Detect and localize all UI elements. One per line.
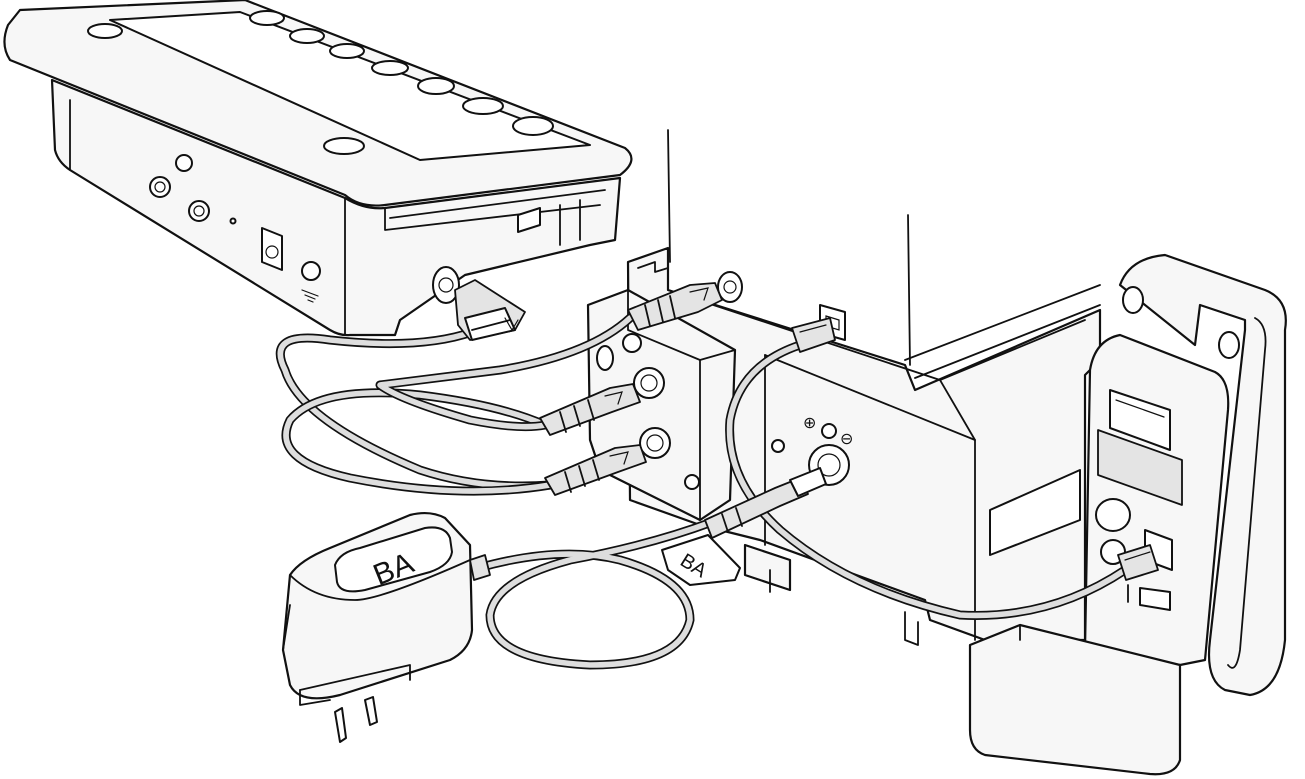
polarity-center-icon: [821, 423, 837, 439]
key-4[interactable]: [329, 43, 365, 59]
balance-body: [626, 129, 1102, 646]
screw-top-icon: [175, 154, 193, 172]
key-9[interactable]: [323, 137, 365, 155]
plug-data-1[interactable]: [539, 383, 641, 436]
key-6[interactable]: [417, 77, 455, 95]
cable-tag: BA: [661, 534, 741, 586]
socket-round-2[interactable]: [622, 333, 642, 353]
socket-round-1[interactable]: [596, 345, 614, 371]
display-screen: [109, 11, 591, 161]
key-5[interactable]: [371, 60, 409, 76]
key-3[interactable]: [289, 28, 325, 44]
rj-plug-top[interactable]: [791, 317, 836, 353]
polarity-minus-symbol: ⊖: [840, 429, 853, 448]
terminal-knob[interactable]: [1095, 498, 1131, 532]
display-data-socket[interactable]: [432, 266, 460, 304]
key-8[interactable]: [512, 116, 554, 136]
adapter-prong-2: [364, 696, 378, 726]
plug-data-2[interactable]: [544, 444, 647, 496]
cables: [275, 313, 1130, 670]
terminal-label-plate: [1097, 429, 1183, 506]
ground-terminal-icon: [301, 261, 321, 281]
plug-top[interactable]: [627, 282, 723, 331]
socket-data-1[interactable]: [633, 367, 665, 399]
display-data-plug[interactable]: [454, 279, 526, 341]
rear-socket-2[interactable]: [188, 200, 210, 222]
plugs: [454, 279, 1159, 581]
display-unit: [3, 0, 633, 337]
handheld-terminal: [968, 253, 1287, 776]
rear-dc-jack[interactable]: [261, 227, 283, 271]
power-adapter: BA: [281, 511, 491, 743]
rear-socket-1[interactable]: [149, 176, 171, 198]
key-1[interactable]: [87, 23, 123, 39]
polarity-plus-symbol: ⊕: [803, 413, 816, 432]
rj-plug-terminal[interactable]: [1117, 544, 1159, 581]
key-7[interactable]: [462, 97, 504, 115]
adapter-prong-1: [334, 707, 347, 743]
screw-icon: [684, 474, 700, 490]
key-2[interactable]: [249, 10, 285, 26]
terminal-display: [1109, 389, 1171, 451]
socket-data-2[interactable]: [639, 427, 671, 459]
socket-top[interactable]: [717, 271, 743, 303]
